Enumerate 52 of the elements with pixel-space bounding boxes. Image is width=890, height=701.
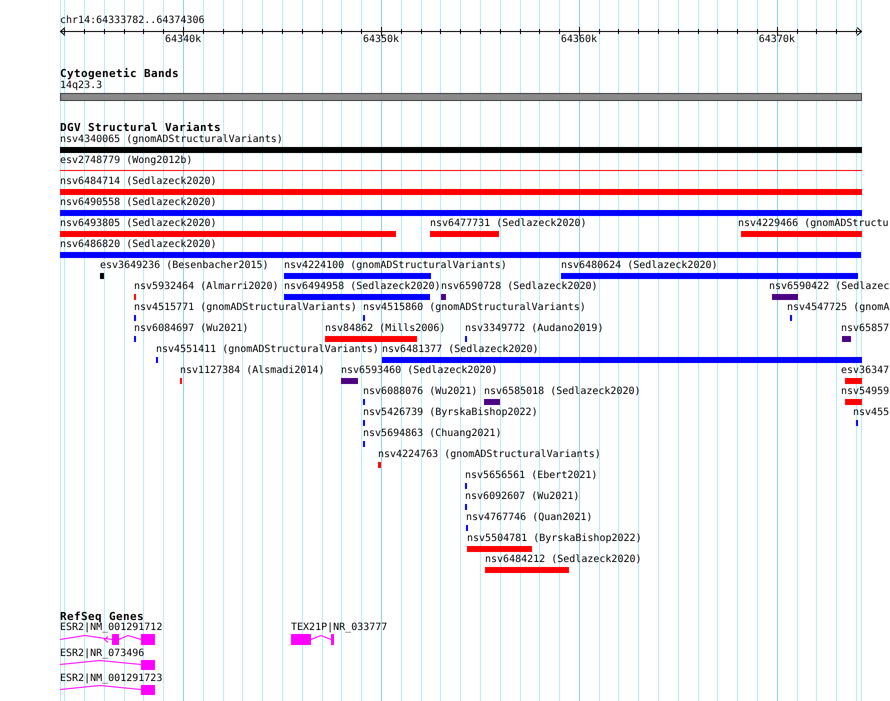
tick-label: 64340k: [165, 34, 202, 46]
variant-label: nsv84862 (Mills2006): [325, 323, 446, 335]
tick-label: 64350k: [362, 34, 400, 46]
variant-label: esv3649236 (Besenbacher2015): [100, 260, 269, 272]
variant-label: nsv6484212 (Sedlazeck2020): [485, 554, 642, 566]
gene-label: ESR2|NM_001291723: [60, 673, 162, 685]
variant-label: nsv4551411 (gnomADStructuralVariants): [156, 344, 379, 356]
track-title: RefSeq Genes: [60, 610, 144, 623]
track-title: DGV Structural Variants: [60, 121, 222, 134]
variant-label: nsv5932464 (Almarri2020): [134, 281, 278, 293]
variant-label: nsv4229466 (gnomADStructu: [738, 218, 889, 230]
variant-label: nsv6590728 (Sedlazeck2020): [441, 281, 598, 293]
variant-label: esv36347: [841, 365, 890, 377]
variant-label: nsv6593460 (Sedlazeck2020): [341, 365, 498, 377]
variant-label: nsv6493805 (Sedlazeck2020): [60, 218, 217, 230]
track-title: Cytogenetic Bands: [60, 67, 180, 80]
variant-label: nsv1127384 (Alsmadi2014): [180, 365, 324, 377]
variant-label: nsv6088076 (Wu2021): [363, 386, 478, 398]
variant-label: nsv6084697 (Wu2021): [134, 323, 248, 335]
gene-label: TEX21P|NR_033777: [291, 622, 388, 634]
variant-label: nsv6585018 (Sedlazeck2020): [484, 386, 641, 398]
variant-label: esv2748779 (Wong2012b): [60, 155, 192, 167]
variant-label: nsv6486820 (Sedlazeck2020): [60, 239, 217, 251]
variant-label: nsv4547725 (gnomA: [787, 302, 890, 314]
variant-label: nsv6484714 (Sedlazeck2020): [60, 176, 217, 188]
variant-label: nsv6480624 (Sedlazeck2020): [561, 260, 718, 272]
band-label: 14q23.3: [60, 80, 102, 92]
variant-label: nsv4224763 (gnomADStructuralVariants): [378, 449, 601, 461]
variant-label: nsv54959: [841, 386, 890, 398]
variant-label: nsv5694863 (Chuang2021): [363, 428, 502, 440]
variant-label: nsv3349772 (Audano2019): [465, 323, 604, 335]
gene-label: ESR2|NM_001291712: [60, 622, 162, 634]
variant-label: nsv6590422 (Sedlazec: [769, 281, 890, 293]
variant-label: nsv4515860 (gnomADStructuralVariants): [363, 302, 586, 314]
variant-label: nsv4767746 (Quan2021): [466, 512, 592, 524]
variant-label: nsv455: [853, 407, 890, 419]
variant-label: nsv5656561 (Ebert2021): [465, 470, 598, 482]
variant-label: nsv6481377 (Sedlazeck2020): [382, 344, 539, 356]
variant-label: nsv4515771 (gnomADStructuralVariants): [134, 302, 357, 314]
tick-label: 64360k: [560, 34, 597, 46]
location-label: chr14:64333782..64374306: [60, 15, 204, 27]
variant-label: nsv4224100 (gnomADStructuralVariants): [284, 260, 507, 272]
variant-label: nsv6092607 (Wu2021): [465, 491, 580, 503]
gene-label: ESR2|NR_073496: [60, 648, 144, 660]
variant-label: nsv6494958 (Sedlazeck2020): [284, 281, 441, 293]
variant-label: nsv4340065 (gnomADStructuralVariants): [60, 134, 283, 146]
variant-label: nsv6490558 (Sedlazeck2020): [60, 197, 217, 209]
variant-label: nsv65857: [841, 323, 890, 335]
variant-label: nsv5504781 (ByrskaBishop2022): [467, 533, 642, 545]
tick-label: 64370k: [758, 34, 795, 46]
variant-label: nsv6477731 (Sedlazeck2020): [430, 218, 587, 230]
variant-label: nsv5426739 (ByrskaBishop2022): [363, 407, 538, 419]
